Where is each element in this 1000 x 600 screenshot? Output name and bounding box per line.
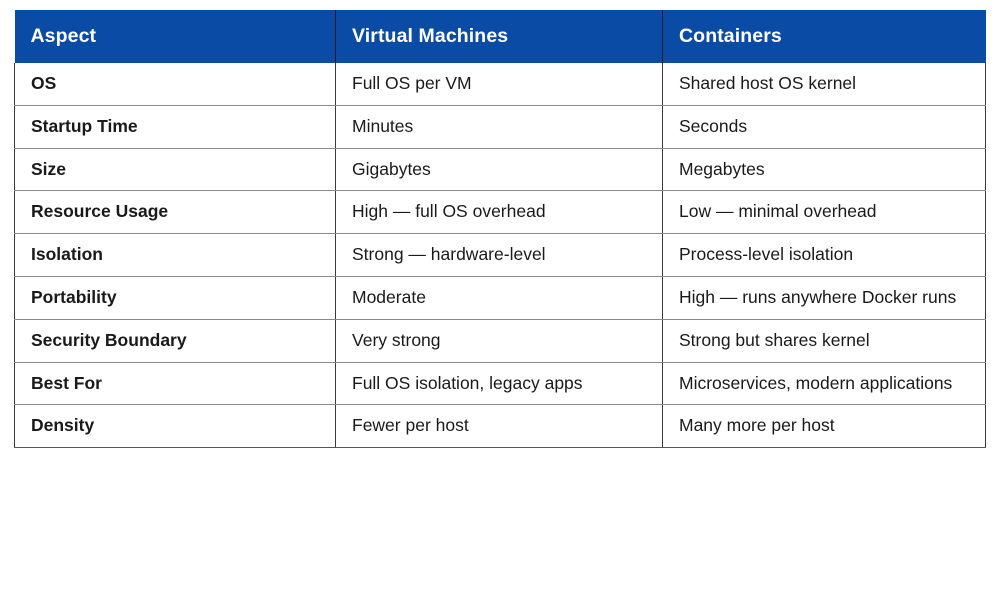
- vm-vs-containers-comparison-table: Aspect Virtual Machines Containers OS Ful…: [14, 10, 986, 592]
- cell-aspect: Isolation: [14, 233, 336, 277]
- comparison-table: Aspect Virtual Machines Containers OS Ful…: [14, 10, 986, 449]
- cell-aspect: Security Boundary: [14, 319, 336, 363]
- cell-vm: Very strong: [335, 319, 663, 363]
- table-row: Startup Time Minutes Seconds: [14, 105, 986, 149]
- cell-vm: Fewer per host: [335, 404, 663, 449]
- cell-vm: Gigabytes: [335, 148, 663, 192]
- cell-containers: Process-level isolation: [662, 233, 986, 277]
- cell-containers: High — runs anywhere Docker runs: [662, 276, 986, 320]
- cell-vm: Moderate: [335, 276, 663, 320]
- cell-text: Startup Time: [31, 115, 138, 136]
- cell-aspect: OS: [14, 63, 336, 106]
- cell-vm: High — full OS overhead: [335, 190, 663, 235]
- cell-text: High — runs anywhere Docker runs: [679, 286, 957, 307]
- cell-text: Megabytes: [679, 158, 765, 179]
- cell-text: Size: [31, 158, 67, 179]
- cell-text: Process-level isolation: [679, 244, 854, 265]
- table-row: Resource Usage High — full OS overhead Low…: [14, 190, 986, 235]
- table-row: Isolation Strong — hardware-level Process-…: [14, 233, 986, 277]
- cell-aspect: Resource Usage: [14, 190, 336, 235]
- table-row: OS Full OS per VM Shared host OS kernel: [14, 63, 986, 106]
- column-header-virtual-machines: Virtual Machines: [335, 10, 663, 63]
- cell-containers: Megabytes: [662, 148, 986, 192]
- cell-text: High — full OS overhead: [352, 201, 546, 222]
- cell-aspect: Portability: [14, 276, 336, 320]
- cell-vm: Minutes: [335, 105, 663, 149]
- cell-text: Moderate: [352, 286, 426, 307]
- table-header: Aspect Virtual Machines Containers: [14, 10, 986, 63]
- cell-containers: Low — minimal overhead: [662, 190, 986, 235]
- table-row: Size Gigabytes Megabytes: [14, 148, 986, 192]
- table-row: Security Boundary Very strong Strong but s…: [14, 319, 986, 363]
- cell-text: Best For: [31, 372, 102, 393]
- cell-text: Portability: [31, 286, 117, 307]
- cell-text: Strong — hardware-level: [352, 244, 546, 265]
- cell-text: Resource Usage: [31, 201, 169, 222]
- cell-vm: Full OS isolation, legacy apps: [335, 362, 663, 406]
- cell-text: Minutes: [352, 115, 414, 136]
- cell-text: Strong but shares kernel: [679, 329, 870, 350]
- cell-text: Gigabytes: [352, 158, 431, 179]
- cell-text: Full OS isolation, legacy apps: [352, 372, 583, 393]
- column-header-containers: Containers: [662, 10, 986, 63]
- cell-text: Low — minimal overhead: [679, 201, 877, 222]
- cell-containers: Shared host OS kernel: [662, 63, 986, 106]
- cell-vm: Strong — hardware-level: [335, 233, 663, 277]
- column-header-aspect: Aspect: [14, 10, 336, 63]
- cell-text: OS: [31, 73, 57, 93]
- cell-aspect: Size: [14, 148, 336, 192]
- cell-text: Microservices, modern applications: [679, 372, 953, 393]
- cell-text: Security Boundary: [31, 329, 187, 350]
- cell-text: Fewer per host: [352, 415, 469, 436]
- cell-aspect: Best For: [14, 362, 336, 406]
- cell-containers: Many more per host: [662, 404, 986, 449]
- cell-containers: Microservices, modern applications: [662, 362, 986, 406]
- table-row: Density Fewer per host Many more per host: [14, 404, 986, 449]
- cell-text: Many more per host: [679, 415, 835, 436]
- cell-aspect: Density: [14, 404, 336, 449]
- cell-text: Full OS per VM: [352, 73, 472, 93]
- cell-containers: Seconds: [662, 105, 986, 149]
- table-row: Best For Full OS isolation, legacy apps Mi…: [14, 362, 986, 406]
- cell-vm: Full OS per VM: [335, 63, 663, 106]
- header-row: Aspect Virtual Machines Containers: [14, 10, 986, 63]
- cell-text: Shared host OS kernel: [679, 73, 857, 93]
- cell-aspect: Startup Time: [14, 105, 336, 149]
- cell-text: Very strong: [352, 329, 441, 350]
- cell-text: Density: [31, 415, 95, 436]
- table-row: Portability Moderate High — runs anywhere …: [14, 276, 986, 320]
- cell-containers: Strong but shares kernel: [662, 319, 986, 363]
- cell-text: Seconds: [679, 115, 748, 136]
- cell-text: Isolation: [31, 244, 103, 265]
